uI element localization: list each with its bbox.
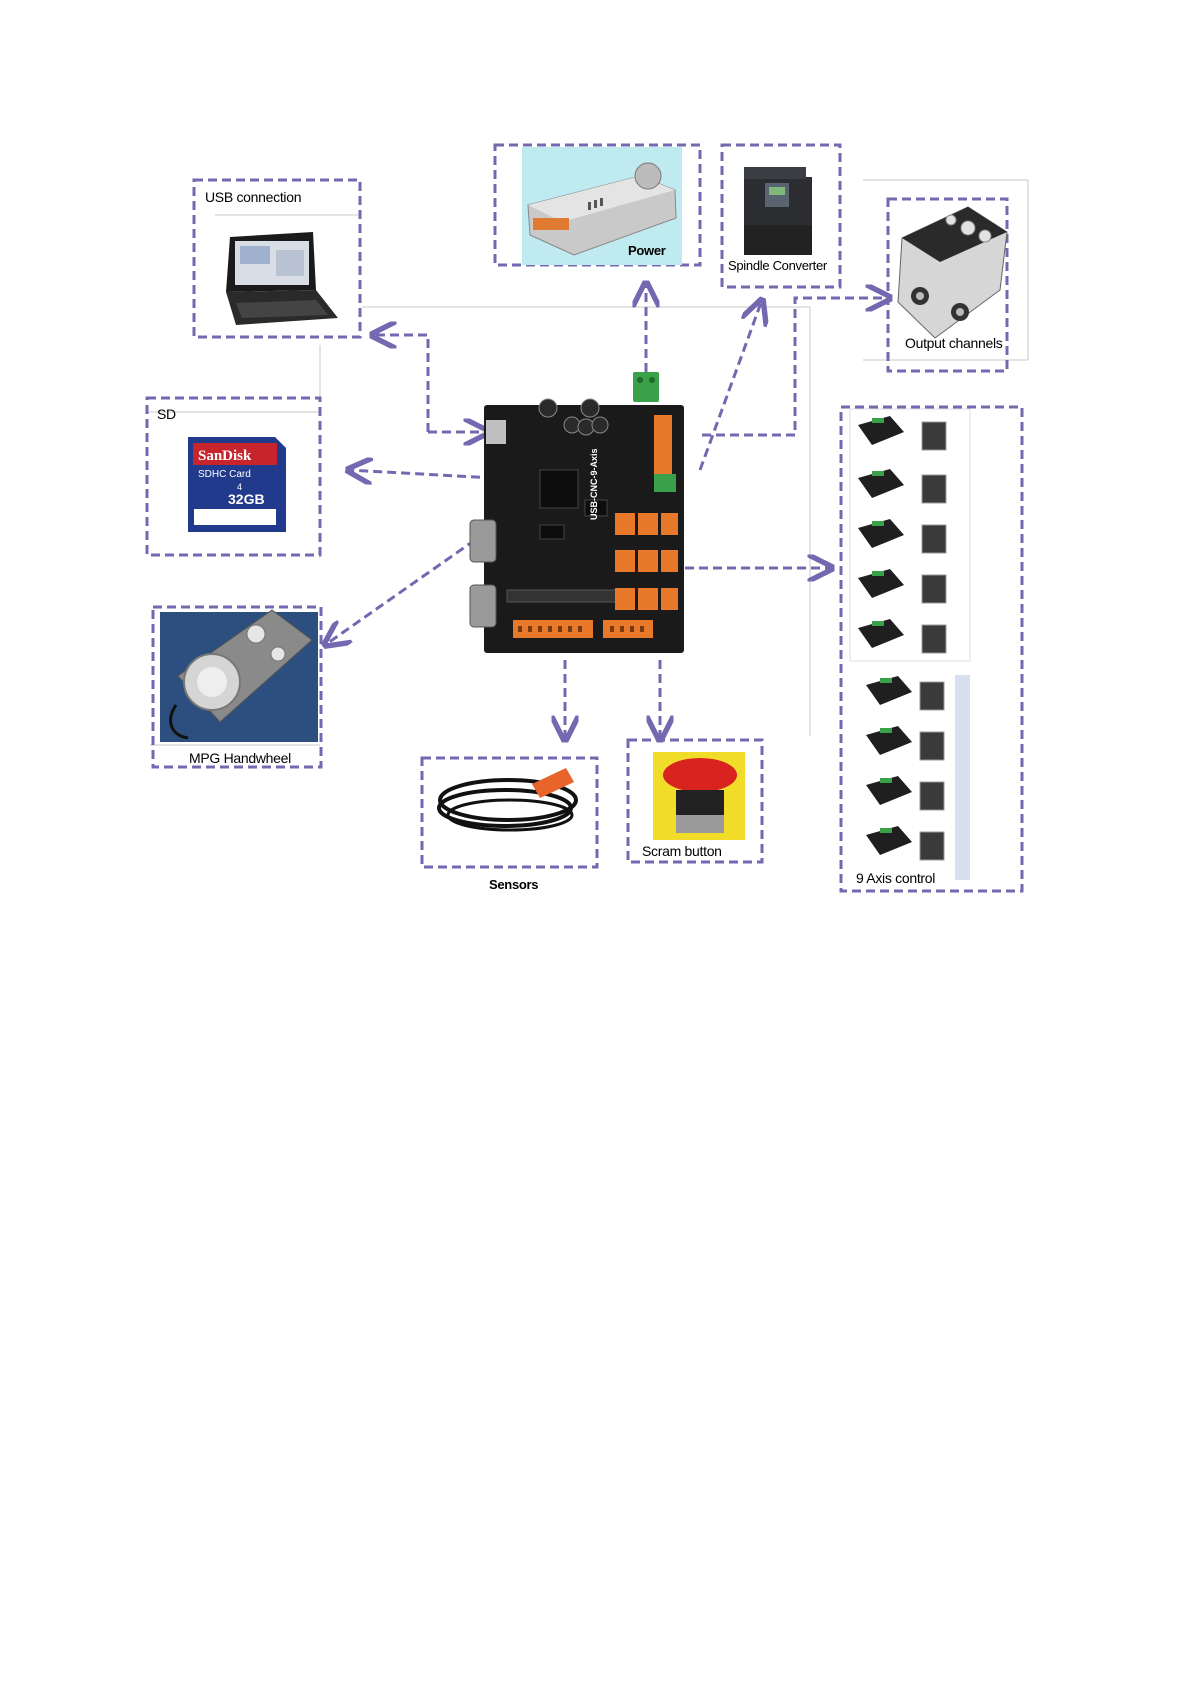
arrow-mpg (325, 540, 475, 645)
scram-button-image (653, 752, 745, 840)
arrow-spindle (700, 300, 762, 470)
arrow-sd (348, 470, 494, 478)
sensor-image (439, 768, 576, 830)
vfd-image (744, 167, 812, 255)
output-terminal (654, 474, 676, 492)
axis-drivers-image (850, 409, 970, 880)
laptop-image (226, 232, 338, 325)
sd-card-image: SanDisk SDHC Card 4 32GB (188, 437, 286, 532)
usb-connection-label: USB connection (205, 189, 301, 205)
output-channels-label: Output channels (905, 335, 1002, 351)
board-silk-label: USB-CNC-9-Axis (589, 448, 599, 520)
sensors-label: Sensors (489, 877, 538, 892)
sd-card-type: SDHC Card (198, 469, 251, 480)
mpg-handwheel-label: MPG Handwheel (189, 750, 291, 766)
power-label: Power (628, 243, 666, 258)
spindle-converter-label: Spindle Converter (728, 258, 827, 273)
arrow-usb (372, 335, 428, 432)
scram-button-label: Scram button (642, 843, 722, 859)
sd-label: SD (157, 406, 176, 422)
mpg-handwheel-image (160, 610, 318, 742)
axis-control-label: 9 Axis control (856, 870, 935, 886)
sd-card-capacity: 32GB (228, 491, 265, 507)
power-terminal (633, 372, 659, 402)
relay-image (898, 207, 1007, 338)
controller-board: USB-CNC-9-Axis (470, 372, 684, 653)
sd-card-brand: SanDisk (198, 448, 252, 464)
